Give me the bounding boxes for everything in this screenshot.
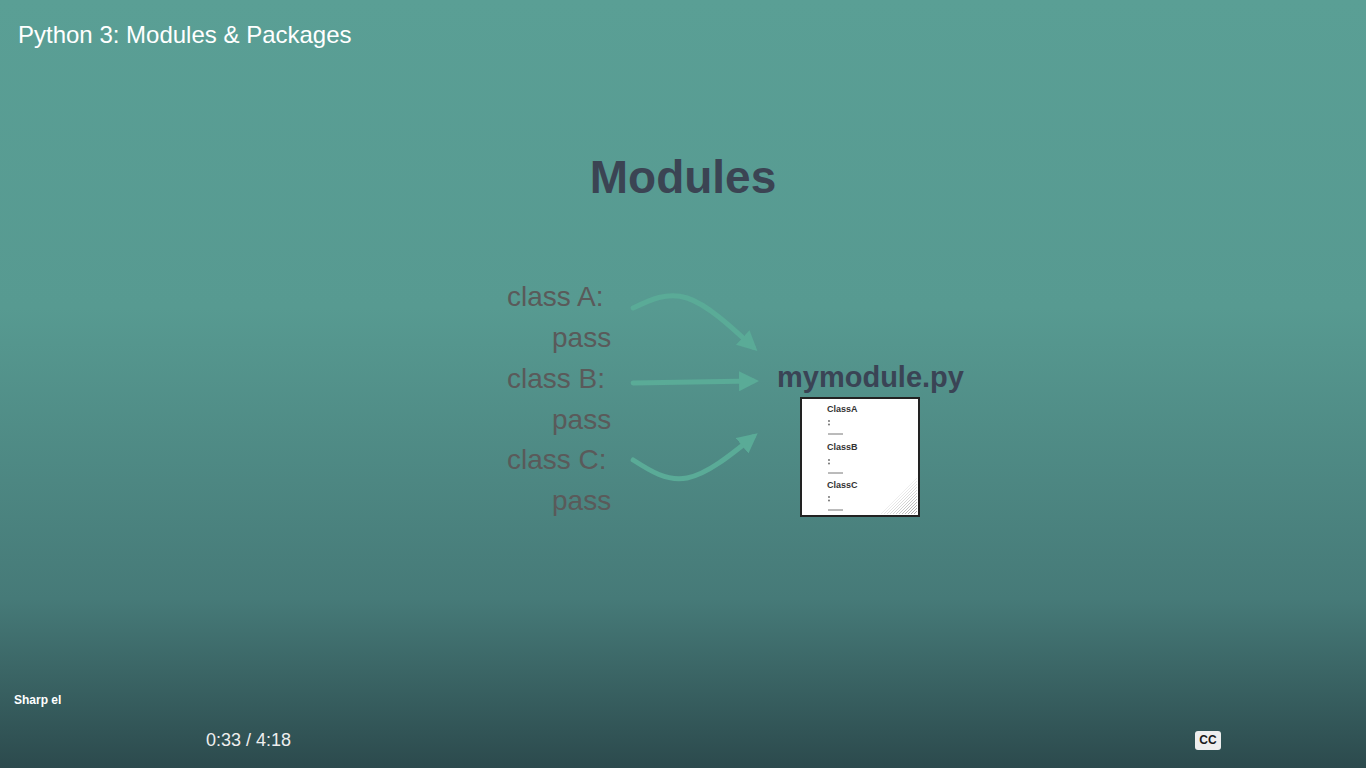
label-wrap: CC bbox=[1195, 731, 1221, 750]
code-line: pass bbox=[552, 399, 611, 440]
file-content: ClassA bbox=[827, 404, 918, 415]
video-title: Python 3: Modules & Packages bbox=[18, 20, 352, 50]
bottom-shade bbox=[0, 610, 1366, 768]
channel-logo-text: Sharp el bbox=[14, 693, 61, 707]
code-line: pass bbox=[552, 317, 611, 358]
code-snippet: class A:pass bbox=[507, 276, 611, 358]
circle-outline bbox=[312, 24, 1054, 766]
progress-buffer bbox=[22, 709, 650, 713]
code-snippet: class B:pass bbox=[507, 358, 611, 440]
document-marks bbox=[802, 399, 918, 515]
code-line: class A: bbox=[507, 276, 611, 317]
top-shade bbox=[0, 14, 1366, 94]
exit-fullscreen-icon bbox=[1304, 729, 1326, 751]
top-bar bbox=[0, 0, 1366, 15]
share-icon bbox=[1312, 24, 1343, 50]
label-wrap: 0:33 / 4:18 bbox=[206, 729, 291, 751]
arrow-connector bbox=[633, 296, 753, 347]
file-content: ClassB bbox=[827, 442, 918, 453]
label-wrap: Sharp el bbox=[14, 693, 61, 707]
progress-track bbox=[22, 709, 1342, 713]
volume-icon bbox=[159, 728, 184, 752]
video-time: 0:33 / 4:18 bbox=[206, 729, 291, 751]
arrow-connector bbox=[633, 437, 753, 479]
arrow-connector bbox=[633, 381, 753, 383]
decorative-arc bbox=[0, 490, 222, 612]
code-line: pass bbox=[552, 480, 611, 521]
channel-logo bbox=[5, 654, 85, 746]
module-file: mymodule.pyClassA ClassB ClassC bbox=[777, 359, 964, 517]
code-line: class C: bbox=[507, 439, 611, 480]
module-circle: Modulesclass A:passclass B:passclass C:p… bbox=[312, 24, 1054, 766]
section-heading: Modules bbox=[312, 150, 1054, 204]
play-icon bbox=[50, 728, 68, 752]
code-snippet: class C:pass bbox=[507, 439, 611, 521]
next-icon bbox=[111, 731, 129, 749]
file-content: ClassC bbox=[827, 480, 918, 491]
progress-played bbox=[22, 709, 196, 713]
document-icon: ClassA ClassB ClassC bbox=[800, 397, 920, 517]
title-wrap: Python 3: Modules & Packages bbox=[18, 20, 352, 50]
captions-button: CC bbox=[1195, 731, 1221, 750]
code-line: class B: bbox=[507, 358, 611, 399]
decorative-arc bbox=[1112, 410, 1366, 555]
watch-later-icon bbox=[1258, 23, 1286, 51]
file-name: mymodule.py bbox=[777, 359, 964, 395]
settings-icon bbox=[1249, 728, 1273, 752]
